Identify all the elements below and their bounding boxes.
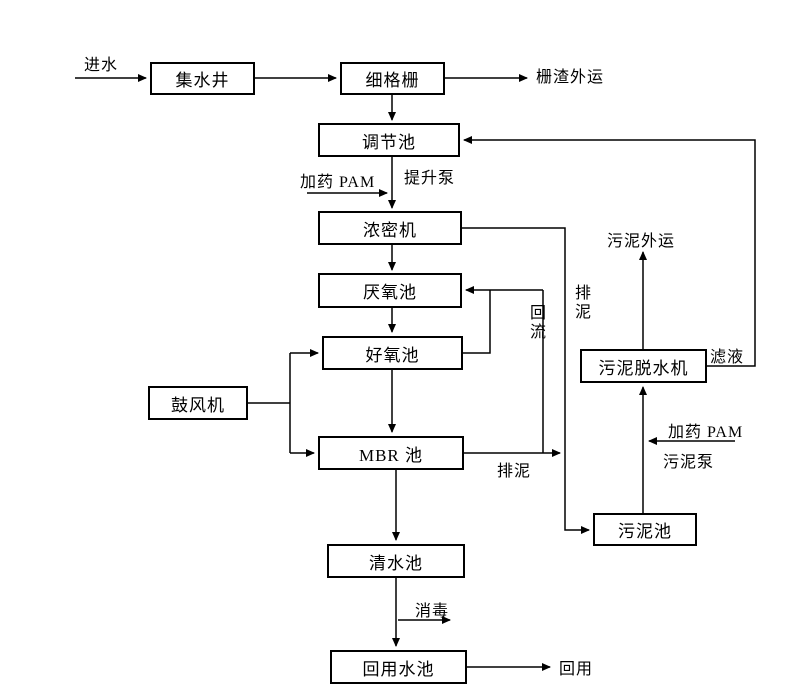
connector-thickener-sludge-to-sludge-tank xyxy=(462,227,590,534)
connector-filtrate-return xyxy=(463,136,756,367)
label-influent: 进水 xyxy=(84,57,119,74)
label-sludge-discharge-vertical: 排泥 xyxy=(572,284,589,322)
label-screen-residue-out: 栅渣外运 xyxy=(536,69,605,86)
node-mbr-tank: MBR 池 xyxy=(318,436,464,470)
node-reuse-water-tank: 回用水池 xyxy=(330,650,467,684)
label-lift-pump: 提升泵 xyxy=(404,170,456,187)
label-dosing-pam-side: 加药 PAM xyxy=(668,424,744,441)
node-thickener: 浓密机 xyxy=(318,211,462,245)
node-anaerobic-tank: 厌氧池 xyxy=(318,273,462,308)
label-disinfection: 消毒 xyxy=(415,603,450,620)
label-dosing-pam-top: 加药 PAM xyxy=(300,174,376,191)
label-filtrate: 滤液 xyxy=(710,349,745,366)
node-clear-water-tank: 清水池 xyxy=(327,544,465,578)
node-sludge-dewatering-machine: 污泥脱水机 xyxy=(580,349,707,383)
label-reflux: 回流 xyxy=(527,304,544,342)
label-sludge-pump: 污泥泵 xyxy=(663,454,715,471)
node-fine-screen: 细格栅 xyxy=(340,62,445,95)
label-sludge-out: 污泥外运 xyxy=(607,233,676,250)
label-reuse: 回用 xyxy=(559,661,594,678)
node-regulation-tank: 调节池 xyxy=(318,123,460,157)
connector-aerobic-reflux xyxy=(463,290,491,354)
node-blower: 鼓风机 xyxy=(148,386,248,420)
node-sludge-tank: 污泥池 xyxy=(593,513,697,546)
node-collection-well: 集水井 xyxy=(150,62,255,95)
label-sludge-discharge: 排泥 xyxy=(497,463,532,480)
node-aerobic-tank: 好氧池 xyxy=(322,336,463,370)
